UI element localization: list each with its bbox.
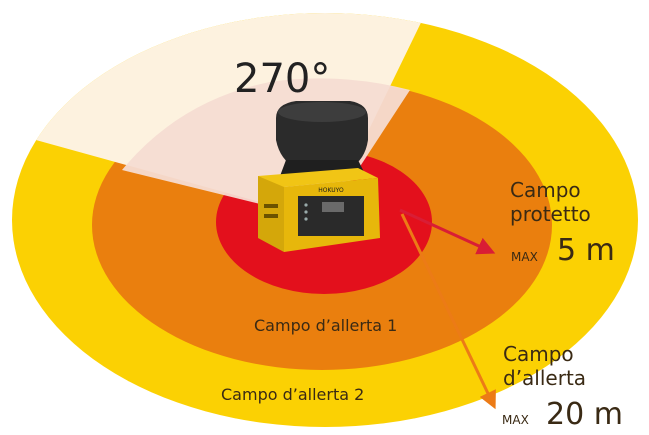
warning-zone-1-label: Campo d’allerta 1 <box>254 316 397 335</box>
warning-field-label-line2: d’allerta <box>503 366 586 390</box>
protective-range-arrow <box>399 208 496 255</box>
protective-max-prefix: MAX <box>511 250 538 264</box>
warning-max-prefix: MAX <box>502 413 529 427</box>
warning-range-arrow <box>400 213 496 410</box>
status-led-2 <box>304 210 308 214</box>
warning-field-label-line1: Campo <box>503 342 574 366</box>
protective-field-label-line1: Campo <box>510 178 581 202</box>
scanner-side-slot <box>264 214 278 218</box>
scanner-side-slot <box>264 204 278 208</box>
scanner-display <box>322 202 344 212</box>
warning-max-value: 20 m <box>546 397 623 432</box>
status-led-3 <box>304 217 308 221</box>
scanner-head-top <box>278 102 366 122</box>
status-led-1 <box>304 203 308 207</box>
brand-label: HOKUYO <box>318 187 344 194</box>
protective-field-label-line2: protetto <box>510 202 591 226</box>
scan-angle-label: 270° <box>234 56 330 102</box>
laser-scanner-device: HOKUYO <box>258 101 380 252</box>
protective-max-value: 5 m <box>557 233 615 268</box>
warning-zone-2-label: Campo d’allerta 2 <box>221 385 364 404</box>
scanner-body-top <box>258 168 378 187</box>
